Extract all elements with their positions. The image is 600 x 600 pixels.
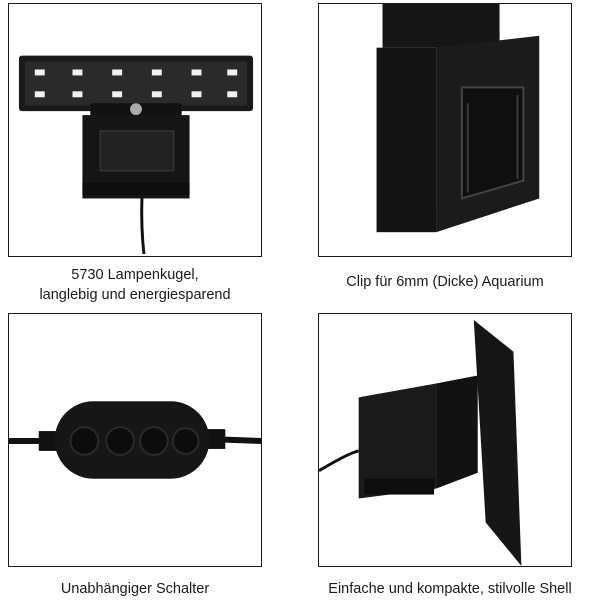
- shell-photo: [318, 313, 572, 567]
- caption-shell: Einfache und kompakte, stilvolle Shell: [328, 581, 572, 597]
- caption-leds-line2: langlebig und energiesparend: [39, 287, 231, 303]
- caption-switch: Unabhängiger Schalter: [60, 581, 210, 597]
- lamp-leds-photo: [8, 3, 262, 257]
- caption-clip: Clip für 6mm (Dicke) Aquarium: [346, 274, 544, 290]
- switch-photo: [8, 313, 262, 567]
- clip-photo: [318, 3, 572, 257]
- caption-leds: 5730 Lampenkugel, langlebig und energies…: [0, 265, 270, 305]
- caption-leds-line1: 5730 Lampenkugel,: [71, 267, 199, 283]
